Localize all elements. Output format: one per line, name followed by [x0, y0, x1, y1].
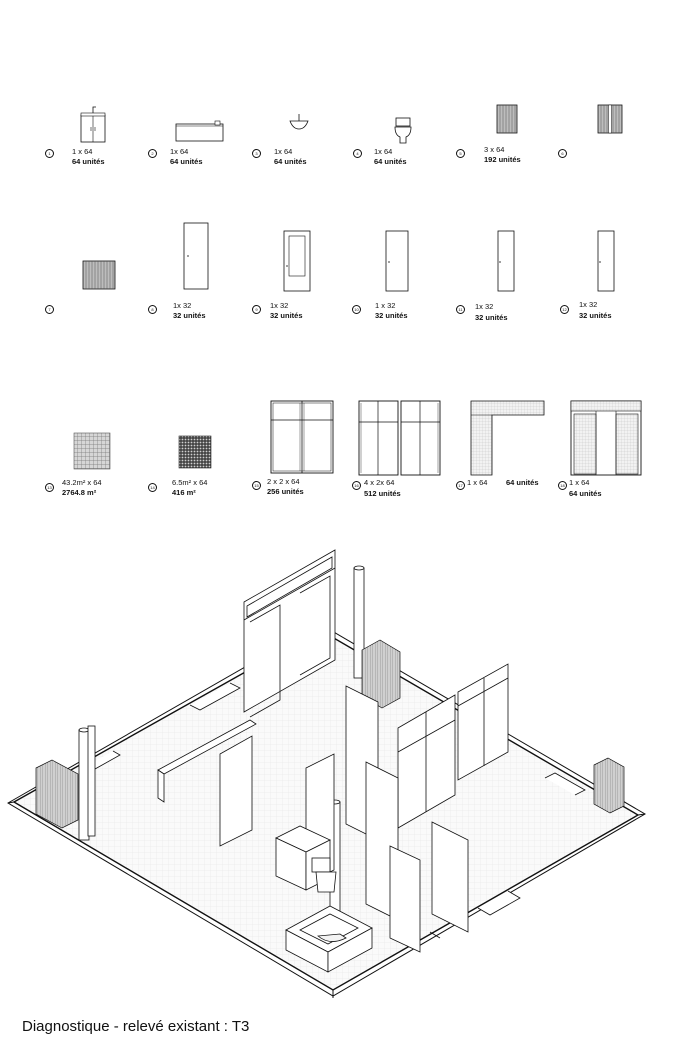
- item-number: 13: [45, 483, 54, 492]
- glazed-door-icon: [283, 230, 311, 292]
- item-number: 16: [352, 481, 361, 490]
- door-icon: [183, 222, 209, 290]
- item-number: 4: [353, 149, 362, 158]
- item-quantity: 1 x 64: [467, 478, 488, 487]
- radiator-icon: [597, 104, 623, 134]
- item-units: 64 unités: [72, 157, 105, 166]
- item-quantity: 1x 32: [173, 301, 192, 310]
- axonometric-floor-plan: [7, 549, 646, 998]
- bathtub: [285, 905, 373, 973]
- wall-sink-icon: [289, 114, 309, 130]
- mosaic-tile-icon: [178, 435, 212, 469]
- double-window-icon: [270, 400, 334, 474]
- item-quantity: 1x 32: [475, 302, 494, 311]
- item-number: 14: [148, 483, 157, 492]
- item-number: 17: [456, 481, 465, 490]
- door: [305, 685, 469, 953]
- item-units: 64 unités: [274, 157, 307, 166]
- glazed-partition: [243, 549, 336, 718]
- item-quantity: 1x 32: [579, 300, 598, 309]
- item-number: 5: [456, 149, 465, 158]
- item-units: 256 unités: [267, 487, 304, 496]
- narrow-door-icon: [497, 230, 515, 292]
- item-number: 10: [352, 305, 361, 314]
- item-units: 32 unités: [173, 311, 206, 320]
- item-quantity: 1x 64: [274, 147, 293, 156]
- item-units: 192 unités: [484, 155, 521, 164]
- item-units: 512 unités: [364, 489, 401, 498]
- item-units: 32 unités: [475, 313, 508, 322]
- item-units: 32 unités: [579, 311, 612, 320]
- item-quantity: 1 x 32: [375, 301, 396, 310]
- item-number: 11: [456, 305, 465, 314]
- quad-window-icon: [358, 400, 441, 476]
- item-number: 8: [148, 305, 157, 314]
- item-number: 2: [148, 149, 157, 158]
- item-quantity: 2 x 2 x 64: [267, 477, 300, 486]
- quad-window-cabinet: [397, 663, 509, 829]
- item-units: 416 m²: [172, 488, 196, 497]
- item-number: 15: [252, 481, 261, 490]
- item-quantity: 1x 32: [270, 301, 289, 310]
- kitchen-counter-icon: [175, 120, 224, 142]
- item-quantity: 1x 64: [170, 147, 189, 156]
- toilet-icon: [394, 117, 412, 144]
- glazed-partition-icon: [570, 400, 642, 476]
- item-number: 7: [45, 305, 54, 314]
- radiator: [35, 639, 625, 829]
- radiator-icon: [82, 260, 116, 290]
- item-quantity: 6.5m² x 64: [172, 478, 208, 487]
- item-number: 9: [252, 305, 261, 314]
- floor-tile-icon: [73, 432, 111, 470]
- l-shaped-partition-icon: [470, 400, 545, 476]
- item-number: 3: [252, 149, 261, 158]
- item-number: 12: [560, 305, 569, 314]
- item-quantity: 1 x 64: [72, 147, 93, 156]
- cabinet-sink-icon: [80, 106, 106, 143]
- door-icon: [385, 230, 409, 292]
- item-quantity: 43.2m² x 64: [62, 478, 102, 487]
- radiator-icon: [496, 104, 518, 134]
- item-number: 18: [558, 481, 567, 490]
- partition-wall: [157, 719, 257, 847]
- item-quantity: 4 x 2x 64: [364, 478, 395, 487]
- item-quantity: 1x 64: [374, 147, 393, 156]
- item-quantity: 1 x 64: [569, 478, 590, 487]
- toilet: [311, 857, 337, 893]
- item-units: 2764.8 m²: [62, 488, 97, 497]
- item-units: 32 unités: [375, 311, 408, 320]
- item-units: 64 unités: [506, 478, 539, 487]
- drawing-title: Diagnostique - relevé existant : T3: [22, 1018, 250, 1035]
- narrow-door-icon: [597, 230, 615, 292]
- item-units: 32 unités: [270, 311, 303, 320]
- item-quantity: 3 x 64: [484, 145, 505, 154]
- item-units: 64 unités: [569, 489, 602, 498]
- item-units: 64 unités: [170, 157, 203, 166]
- column: [78, 565, 365, 913]
- item-number: 1: [45, 149, 54, 158]
- item-units: 64 unités: [374, 157, 407, 166]
- item-number: 6: [558, 149, 567, 158]
